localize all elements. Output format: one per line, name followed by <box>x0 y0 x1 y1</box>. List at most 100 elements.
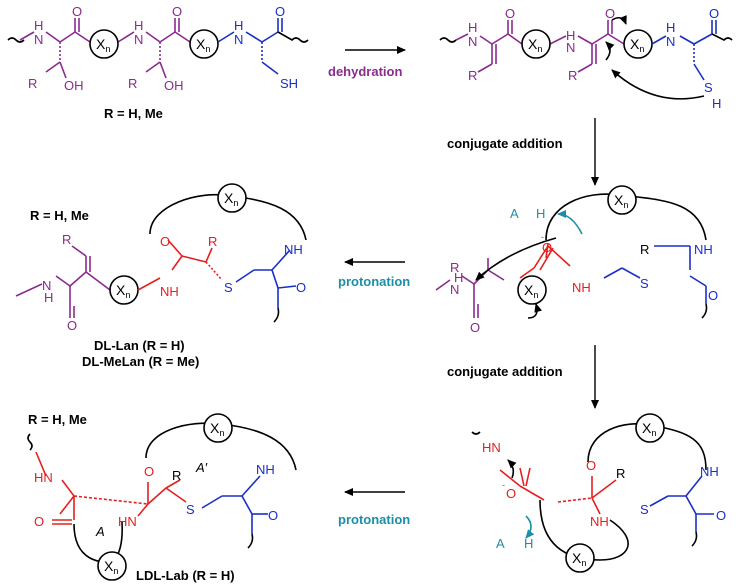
atom-s: S <box>704 80 713 95</box>
atom-n: N <box>468 34 477 49</box>
atom-o: O <box>709 6 719 21</box>
atom-nh: NH <box>256 462 275 477</box>
xn-label: Xn <box>210 420 224 438</box>
atom-a: A <box>510 206 519 221</box>
precursor-labels: H N O R OH H N O R OH H N O SH Xn Xn <box>28 4 298 93</box>
xn-label: Xn <box>630 36 644 54</box>
atom-a: A <box>496 536 505 551</box>
enolate-labels: A H O - R NH R H N O NH S O Xn Xn <box>450 192 718 335</box>
atom-n: N <box>234 32 243 47</box>
conjugate-addition-label: conjugate addition <box>447 364 563 379</box>
r-substituent-note: R = H, Me <box>28 412 87 427</box>
xn-label: Xn <box>614 192 628 210</box>
atom-r: R <box>450 260 459 275</box>
atom-o: O <box>275 4 285 19</box>
bicyclic-enolate <box>471 413 714 573</box>
atom-hn: HN <box>118 514 137 529</box>
atom-s: S <box>640 276 649 291</box>
xn-label: Xn <box>96 36 110 54</box>
atom-s: S <box>224 280 233 295</box>
xn-label: Xn <box>528 36 542 54</box>
ring-a-label: A <box>95 524 105 539</box>
atom-o: O <box>268 508 278 523</box>
atom-s: S <box>640 502 649 517</box>
xn-label: Xn <box>524 282 538 300</box>
dehydrated-peptide <box>439 15 733 100</box>
atom-h: H <box>468 20 477 35</box>
atom-o: O <box>34 514 44 529</box>
atom-o-minus: O <box>506 486 516 501</box>
atom-nh: NH <box>590 514 609 529</box>
atom-o: O <box>605 6 615 21</box>
atom-h: H <box>566 28 575 43</box>
atom-nh: NH <box>700 464 719 479</box>
protonation-label: protonation <box>338 512 410 527</box>
atom-r: R <box>616 466 625 481</box>
charge-minus: - <box>502 480 505 490</box>
conjugate-addition-label: conjugate addition <box>447 136 563 151</box>
atom-o: O <box>67 318 77 333</box>
atom-h: H <box>234 18 243 33</box>
atom-o: O <box>505 6 515 21</box>
precursor-peptide <box>7 18 309 79</box>
atom-r: R <box>640 242 649 257</box>
xn-label: Xn <box>104 558 118 576</box>
atom-o-minus: O <box>542 240 552 255</box>
atom-o: O <box>172 4 182 19</box>
dehydration-label: dehydration <box>328 64 402 79</box>
atom-hn: HN <box>34 470 53 485</box>
atom-nh: NH <box>160 284 179 299</box>
atom-s: S <box>186 502 195 517</box>
xn-label: Xn <box>224 190 238 208</box>
atom-o: O <box>470 320 480 335</box>
atom-n: N <box>34 32 43 47</box>
enolate-intermediate <box>435 185 708 319</box>
atom-r: R <box>128 76 137 91</box>
bicyclic-enolate-labels: HN O - O R NH S NH O A H Xn Xn <box>482 420 726 568</box>
atom-o: O <box>708 288 718 303</box>
atom-h: H <box>712 96 721 111</box>
atom-oh: OH <box>64 78 84 93</box>
atom-h: H <box>524 536 533 551</box>
atom-nh: NH <box>694 242 713 257</box>
atom-sh: SH <box>280 76 298 91</box>
xn-label: Xn <box>642 420 656 438</box>
atom-o: O <box>716 508 726 523</box>
atom-n: N <box>42 278 51 293</box>
ldl-lab-label: LDL-Lab (R = H) <box>136 568 235 583</box>
atom-r: R <box>172 468 181 483</box>
atom-hn: HN <box>482 440 501 455</box>
atom-r: R <box>208 234 217 249</box>
atom-h: H <box>44 290 53 305</box>
atom-o: O <box>160 234 170 249</box>
dl-lan-labels: R N H O O NH R S NH O Xn Xn <box>42 190 306 333</box>
protonation-label: protonation <box>338 274 410 289</box>
xn-label: Xn <box>116 282 130 300</box>
atom-o: O <box>72 4 82 19</box>
atom-nh: NH <box>284 242 303 257</box>
atom-n: N <box>450 282 459 297</box>
charge-minus: - <box>541 232 544 242</box>
atom-h: H <box>536 206 545 221</box>
atom-nh: NH <box>572 280 591 295</box>
atom-r: R <box>62 232 71 247</box>
atom-h: H <box>134 18 143 33</box>
atom-h: H <box>34 18 43 33</box>
xn-label: Xn <box>572 550 586 568</box>
dl-lan-product <box>15 183 307 323</box>
atom-o: O <box>296 280 306 295</box>
ldl-lab-labels: HN O O R HN S NH O A A′ Xn Xn <box>34 420 278 576</box>
atom-oh: OH <box>164 78 184 93</box>
dl-lan-label: DL-Lan (R = H) <box>94 338 185 353</box>
atom-n: N <box>666 34 675 49</box>
r-substituent-note: R = H, Me <box>104 106 163 121</box>
wavy-bond <box>7 37 25 43</box>
atom-r: R <box>568 68 577 83</box>
atom-h: H <box>666 20 675 35</box>
ldl-lab-product <box>27 413 297 581</box>
xn-label: Xn <box>196 36 210 54</box>
atom-r: R <box>468 68 477 83</box>
atom-r: R <box>28 76 37 91</box>
atom-o: O <box>144 464 154 479</box>
